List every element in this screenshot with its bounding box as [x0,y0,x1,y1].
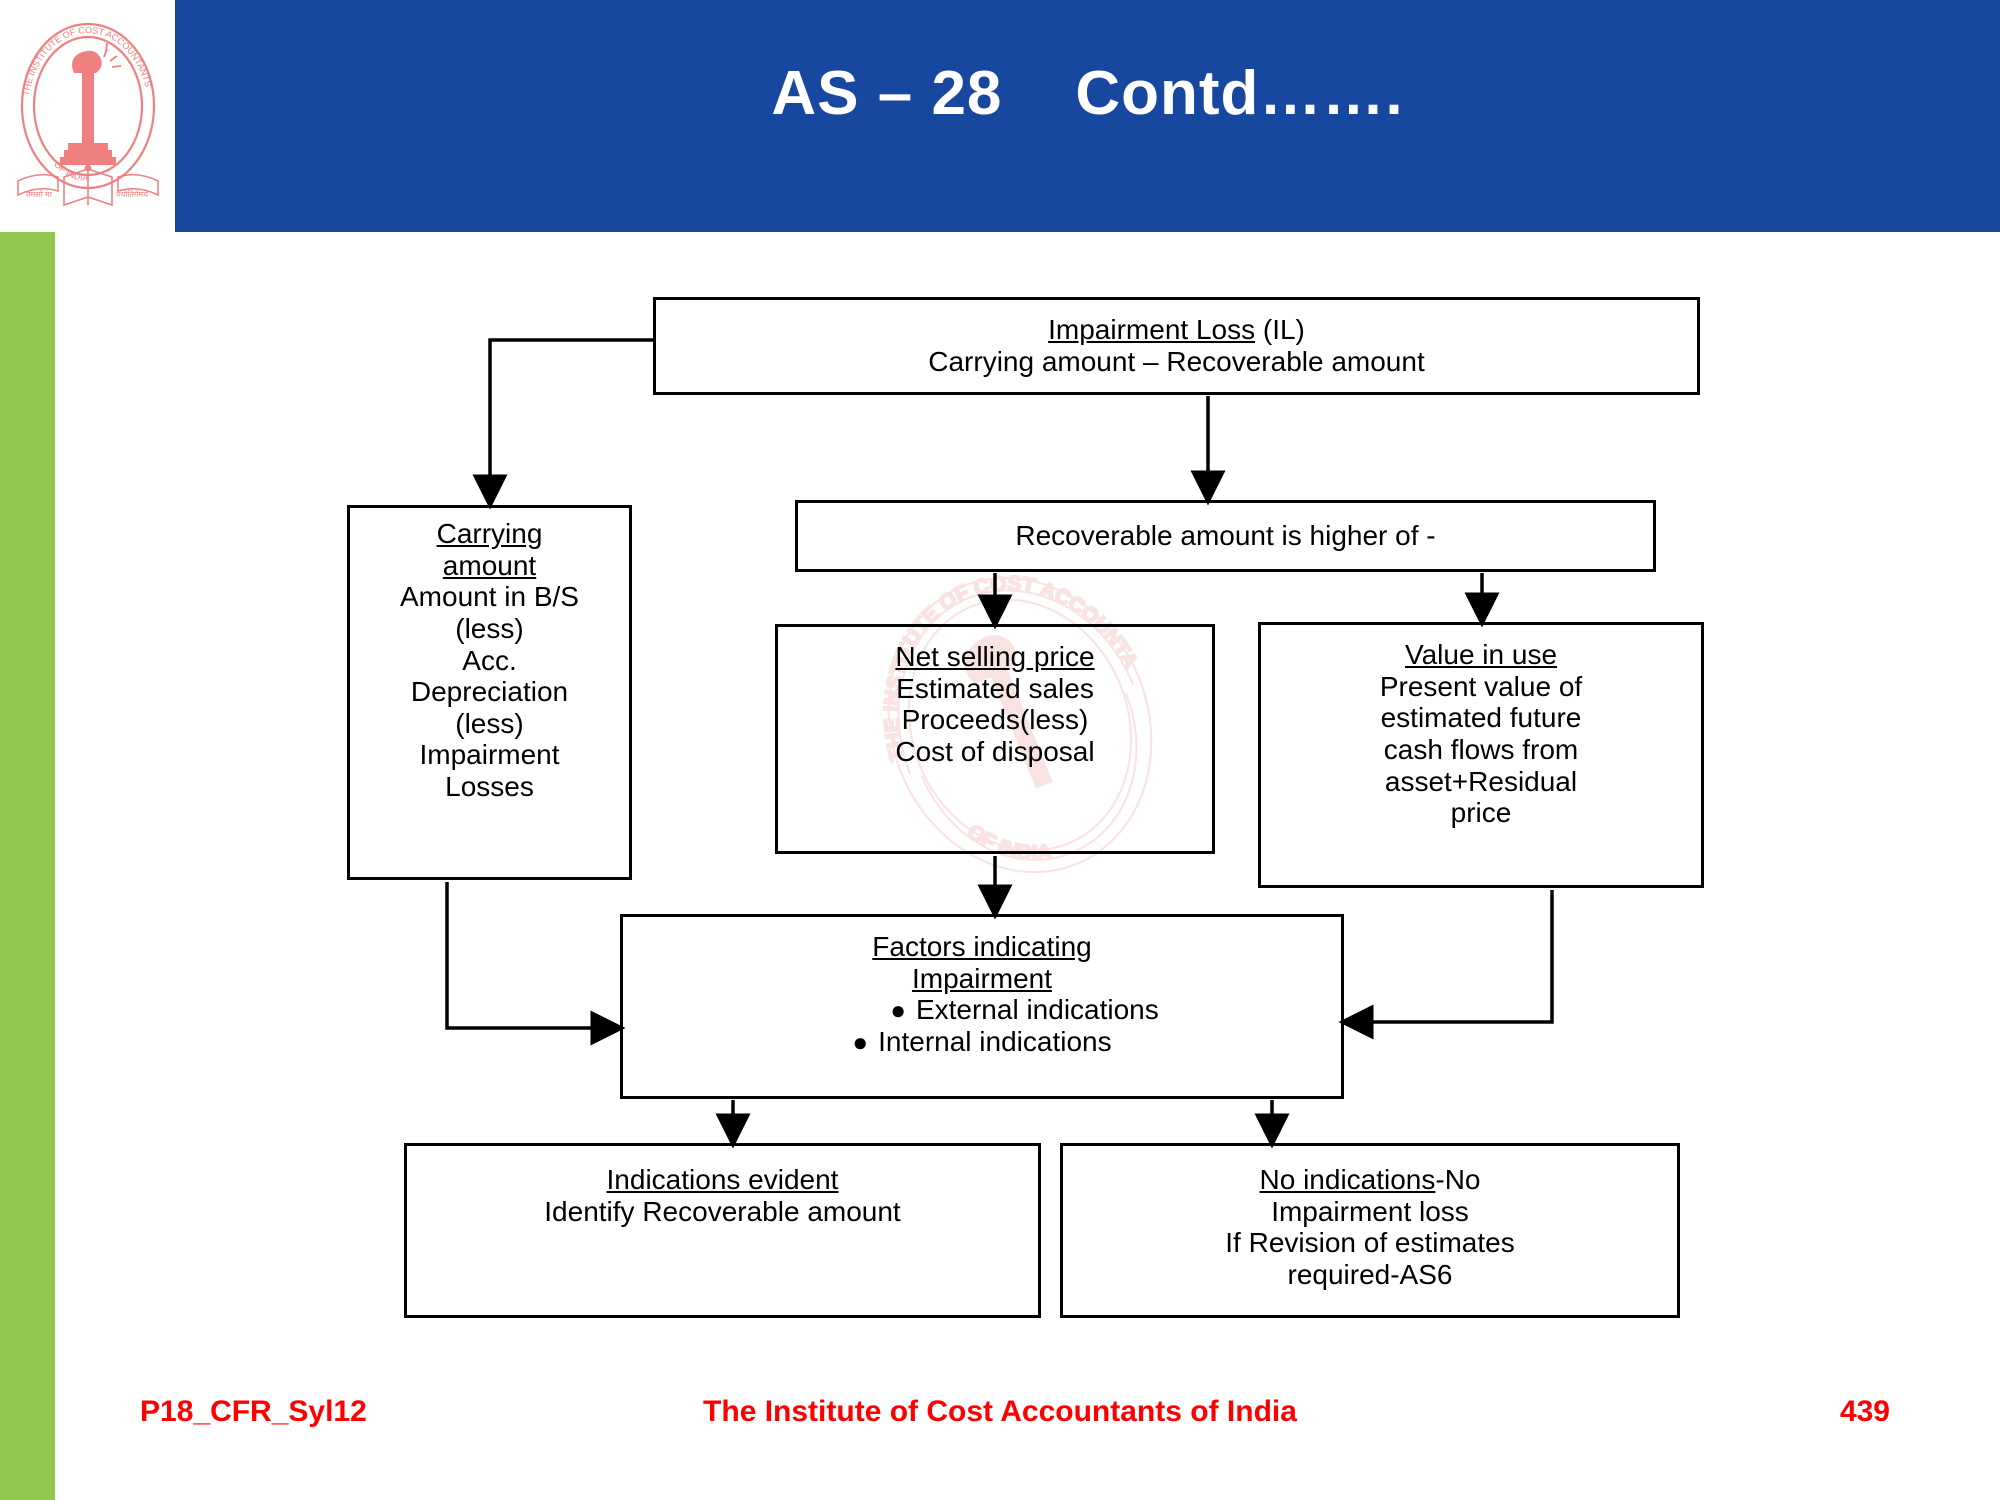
node-line: Identify Recoverable amount [544,1195,901,1227]
footer-institute: The Institute of Cost Accountants of Ind… [703,1395,1297,1428]
node-line: Cost of disposal [895,735,1095,767]
node-line: (less) [455,707,524,739]
bullet-icon: ● [890,995,906,1026]
node-title: Impairment Loss [1048,314,1256,346]
node-impairment-loss[interactable]: Impairment Loss (IL) Carrying amount – R… [653,297,1700,395]
node-line: Acc. [462,644,517,676]
bullet-list: ● External indications ● Internal indica… [631,994,1333,1057]
list-item: ● External indications [631,994,1333,1026]
footer-page-number: 439 [1839,1395,1890,1428]
icai-logo-icon: तमसो मा ज्योतिर्गमय . THE INSTITUTE OF C… [16,22,159,207]
node-line: Present value of [1379,670,1583,702]
node-line: cash flows from [1383,733,1579,765]
node-title-line1: Carrying [436,518,543,549]
node-line: If Revision of estimates [1225,1227,1515,1259]
node-title: Net selling price [895,641,1095,672]
node-carrying-amount[interactable]: Carrying amount Amount in B/S (less) Acc… [347,505,632,880]
node-line: Impairment [419,739,560,771]
node-net-selling-price[interactable]: Net selling price Estimated sales Procee… [775,624,1215,854]
svg-text:ज्योतिर्गमय: ज्योतिर्गमय [116,189,148,199]
node-line: Carrying amount – Recoverable amount [928,346,1425,377]
node-line: price [1450,797,1512,829]
left-accent-bar [0,232,55,1500]
node-line: estimated future [1380,702,1582,734]
list-item-label: Internal indications [878,1025,1112,1057]
node-line: Depreciation [410,676,569,708]
node-line: Amount in B/S [400,581,579,613]
node-title: Indications evident [606,1164,839,1195]
page-title: AS – 28 Contd……. [771,59,1404,128]
node-line: Impairment loss [1271,1195,1469,1227]
node-title-suffix: (IL) [1255,314,1305,346]
node-title-line2: amount [442,549,537,581]
node-title: No indications [1259,1164,1436,1195]
node-line: (less) [455,612,524,644]
node-line: Estimated sales [896,672,1094,704]
node-title: Value in use [1404,639,1558,670]
node-no-indications[interactable]: No indications-No Impairment loss If Rev… [1060,1143,1680,1318]
node-line: Recoverable amount is higher of - [1015,520,1436,552]
node-recoverable-amount[interactable]: Recoverable amount is higher of - [795,500,1656,572]
node-line: Losses [445,771,534,802]
list-item-label: External indications [915,994,1159,1026]
node-title-line2: Impairment [911,962,1053,994]
node-value-in-use[interactable]: Value in use Present value of estimated … [1258,622,1704,888]
icai-logo: तमसो मा ज्योतिर्गमय . THE INSTITUTE OF C… [0,0,175,232]
node-indications-evident[interactable]: Indications evident Identify Recoverable… [404,1143,1041,1318]
node-line: Proceeds(less) [901,704,1089,736]
node-factors-indicating-impairment[interactable]: Factors indicating Impairment ● External… [620,914,1344,1099]
node-title-line1: Factors indicating [872,931,1092,962]
node-title-suffix: -No [1435,1164,1481,1195]
list-item: ● Internal indications [631,1026,1333,1058]
node-line: asset+Residual [1384,765,1578,797]
bullet-icon: ● [852,1026,869,1057]
header-bar [175,0,2000,232]
footer-course-code: P18_CFR_Syl12 [140,1395,367,1428]
node-line: required-AS6 [1287,1258,1453,1290]
svg-text:तमसो मा: तमसो मा [26,189,53,199]
footer: P18_CFR_Syl12 The Institute of Cost Acco… [0,1395,2000,1455]
